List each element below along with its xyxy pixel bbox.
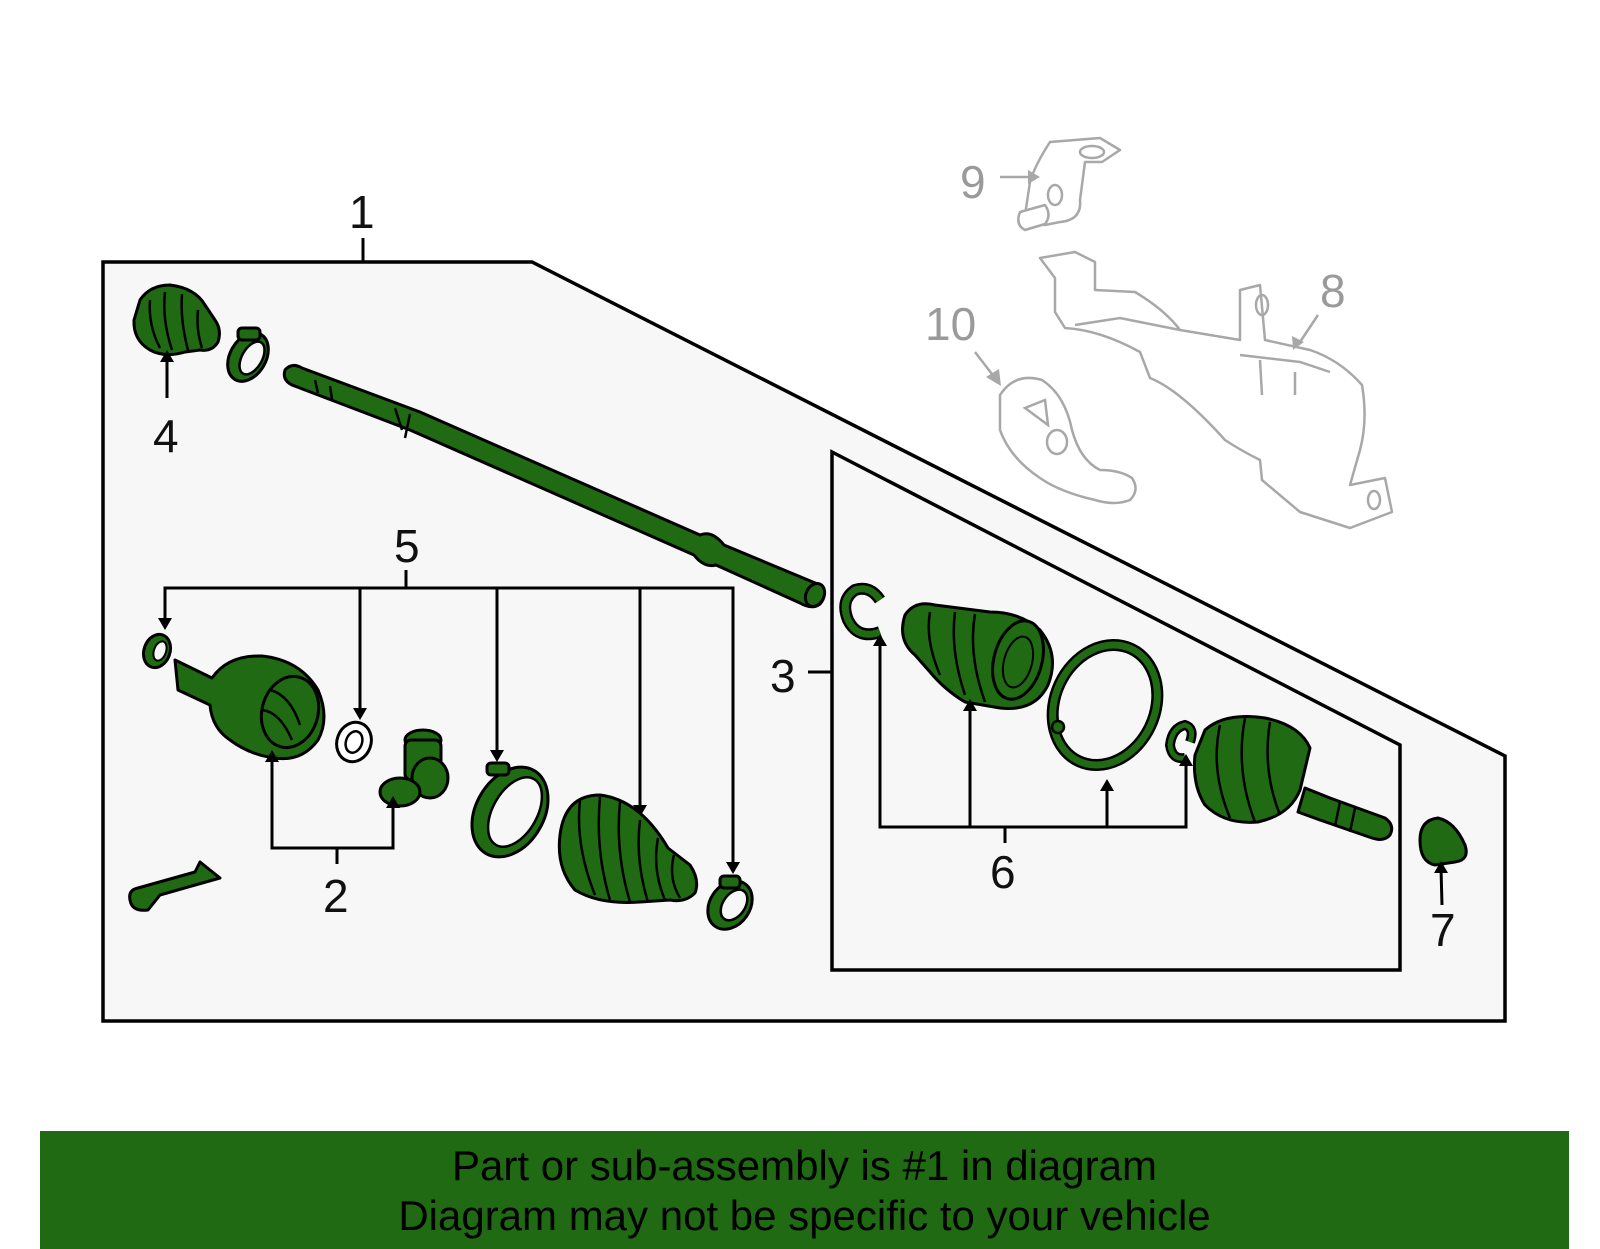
- clamp-small-right[interactable]: [699, 872, 762, 938]
- part-8-arrow: [1292, 336, 1304, 350]
- outer-boot[interactable]: [901, 602, 1054, 711]
- callout-7: 7: [1430, 904, 1456, 956]
- info-banner: Part or sub-assembly is #1 in diagram Di…: [40, 1131, 1569, 1249]
- part-10-bracket: [998, 376, 1137, 505]
- assembly-3-panel: [830, 449, 1402, 972]
- callout-9: 9: [960, 156, 986, 208]
- banner-line-2: Diagram may not be specific to your vehi…: [398, 1192, 1211, 1239]
- boot-band-large[interactable]: [1033, 628, 1176, 783]
- part-7-arrow: [1434, 861, 1448, 873]
- snap-ring-small[interactable]: [1164, 719, 1197, 764]
- retaining-clip[interactable]: [128, 860, 222, 912]
- callout-4: 4: [153, 410, 179, 462]
- part-7-cap[interactable]: [1418, 816, 1468, 867]
- banner-line-1: Part or sub-assembly is #1 in diagram: [452, 1142, 1157, 1189]
- part-7-leader: [1439, 867, 1444, 906]
- callout-10: 10: [925, 298, 976, 350]
- tripod-joint[interactable]: [378, 728, 450, 808]
- callout-2: 2: [323, 870, 349, 922]
- callout-8: 8: [1320, 265, 1346, 317]
- part-2-joint-housing[interactable]: [173, 654, 326, 761]
- part-9-bracket: [1017, 136, 1122, 232]
- part-4-arrow: [160, 350, 174, 362]
- part-9-arrow: [1028, 170, 1040, 184]
- clamp-large[interactable]: [457, 753, 564, 870]
- part-8-bracket: [1038, 250, 1394, 530]
- callout-2-bracket: [265, 750, 400, 864]
- inner-boot[interactable]: [557, 793, 699, 904]
- clamp-small-left[interactable]: [139, 631, 175, 672]
- callout-6-bracket: [873, 634, 1193, 843]
- snap-ring[interactable]: [839, 582, 885, 641]
- callout-3: 3: [770, 650, 796, 702]
- part-10-arrow: [986, 369, 1001, 386]
- clamp-upper[interactable]: [219, 325, 276, 388]
- outer-cv-joint[interactable]: [1193, 715, 1394, 841]
- drive-shaft[interactable]: [282, 363, 828, 609]
- part-4-boot[interactable]: [132, 283, 221, 357]
- part-8-leader: [1296, 314, 1320, 346]
- callout-6: 6: [990, 846, 1016, 898]
- washer[interactable]: [331, 717, 377, 766]
- callout-1: 1: [349, 186, 375, 238]
- callout-5: 5: [394, 520, 420, 572]
- callout-5-bracket: [158, 570, 740, 874]
